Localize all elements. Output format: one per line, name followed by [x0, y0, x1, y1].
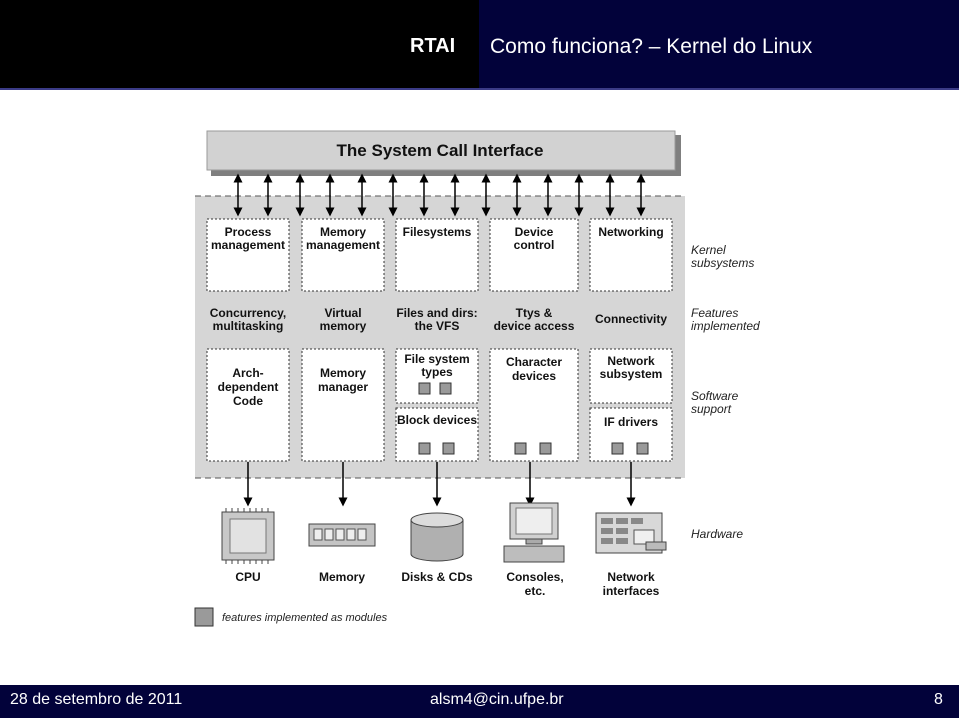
side-software-2: support [691, 402, 732, 416]
subsystem-label: Filesystems [403, 225, 472, 239]
mem-manager-label-2: manager [318, 380, 368, 394]
fs-types-box [395, 348, 479, 404]
feature-label: Virtual [324, 306, 361, 320]
hardware-label: Network [607, 570, 655, 584]
side-labels: Kernel subsystems Features implemented S… [691, 243, 760, 541]
arch-label-1: Arch- [232, 366, 263, 380]
feature-label: Files and dirs: [396, 306, 477, 320]
fs-types-label-1: File system [404, 352, 469, 366]
side-features-1: Features [691, 306, 738, 320]
feature-label: the VFS [415, 319, 460, 333]
subsystem-label: management [306, 238, 380, 252]
module-square [514, 442, 527, 455]
side-features-2: implemented [691, 319, 760, 333]
net-subsystem-box [589, 348, 673, 404]
subsystem-box [489, 218, 579, 292]
network-card-icon [595, 512, 667, 554]
footer-email: alsm4@cin.ufpe.br [430, 691, 564, 708]
block-devices-label: Block devices [397, 413, 477, 427]
side-hardware: Hardware [691, 527, 743, 541]
header-right-panel [479, 0, 959, 90]
hardware-label: etc. [525, 584, 546, 598]
char-devices-box [489, 348, 579, 462]
char-devices-label-1: Character [506, 355, 562, 369]
subsystem-label: Memory [320, 225, 366, 239]
if-drivers-box [589, 407, 673, 462]
mem-manager-box [301, 348, 385, 462]
subsystem-box [301, 218, 385, 292]
slide-title: Como funciona? – Kernel do Linux [490, 35, 813, 58]
feature-label: Connectivity [595, 312, 667, 326]
subsystem-box [395, 218, 479, 292]
brand-label: RTAI [410, 35, 456, 57]
module-square [636, 442, 649, 455]
syscall-bar [206, 130, 676, 171]
arch-label-3: Code [233, 394, 263, 408]
header-divider [0, 88, 959, 90]
feature-label: Ttys & [516, 306, 553, 320]
subsystem-box [589, 218, 673, 292]
module-square [418, 382, 431, 395]
side-software-1: Software [691, 389, 739, 403]
syscall-label: The System Call Interface [337, 141, 544, 160]
subsystem-label: control [514, 238, 555, 252]
software-support: Arch- dependent Code Memory manager File… [206, 348, 673, 462]
slide-header: RTAI Como funciona? – Kernel do Linux [0, 0, 959, 90]
header-left-panel [0, 0, 479, 90]
hardware-labels: CPU Memory Disks & CDs Consoles,etc. Network… [235, 570, 659, 598]
subsystem-boxes: ProcessmanagementMemorymanagementFilesys… [206, 218, 673, 292]
syscall-arrows [233, 173, 646, 217]
legend-label: features implemented as modules [222, 612, 388, 624]
module-square [439, 382, 452, 395]
char-devices-label-2: devices [512, 369, 556, 383]
feature-label: memory [320, 319, 367, 333]
hardware-label: Memory [319, 570, 365, 584]
fs-types-label-2: types [421, 365, 453, 379]
arch-label-2: dependent [218, 380, 279, 394]
subsystem-label: management [211, 238, 285, 252]
cpu-icon [221, 508, 275, 564]
feature-label: multitasking [213, 319, 284, 333]
feature-label: device access [494, 319, 575, 333]
net-subsystem-label-1: Network [607, 354, 655, 368]
module-square [539, 442, 552, 455]
mem-manager-label-1: Memory [320, 366, 366, 380]
module-square [442, 442, 455, 455]
subsystem-label: Process [225, 225, 272, 239]
module-square [611, 442, 624, 455]
module-square [418, 442, 431, 455]
slide-footer: 28 de setembro de 2011 alsm4@cin.ufpe.br… [0, 685, 959, 718]
console-icon [503, 502, 565, 563]
legend-swatch [194, 607, 214, 627]
hardware-label: Consoles, [506, 570, 563, 584]
feature-label: Concurrency, [210, 306, 286, 320]
subsystem-box [206, 218, 290, 292]
disk-icon [410, 512, 464, 562]
hardware-label: interfaces [603, 584, 660, 598]
subsystem-label: Device [515, 225, 554, 239]
memory-chip-icon [308, 523, 376, 547]
if-drivers-label: IF drivers [604, 415, 658, 429]
block-devices-box [395, 407, 479, 462]
page-number: 8 [934, 691, 943, 708]
hardware-label: CPU [235, 570, 260, 584]
footer-date: 28 de setembro de 2011 [10, 691, 183, 708]
legend: features implemented as modules [194, 607, 388, 627]
net-subsystem-label-2: subsystem [600, 367, 663, 381]
hardware-label: Disks & CDs [401, 570, 473, 584]
side-kernel-2: subsystems [691, 256, 754, 270]
hardware-icons [221, 502, 667, 564]
arch-box [206, 348, 290, 462]
hardware-arrows [243, 462, 636, 507]
side-kernel-1: Kernel [691, 243, 726, 257]
subsystem-label: Networking [598, 225, 663, 239]
